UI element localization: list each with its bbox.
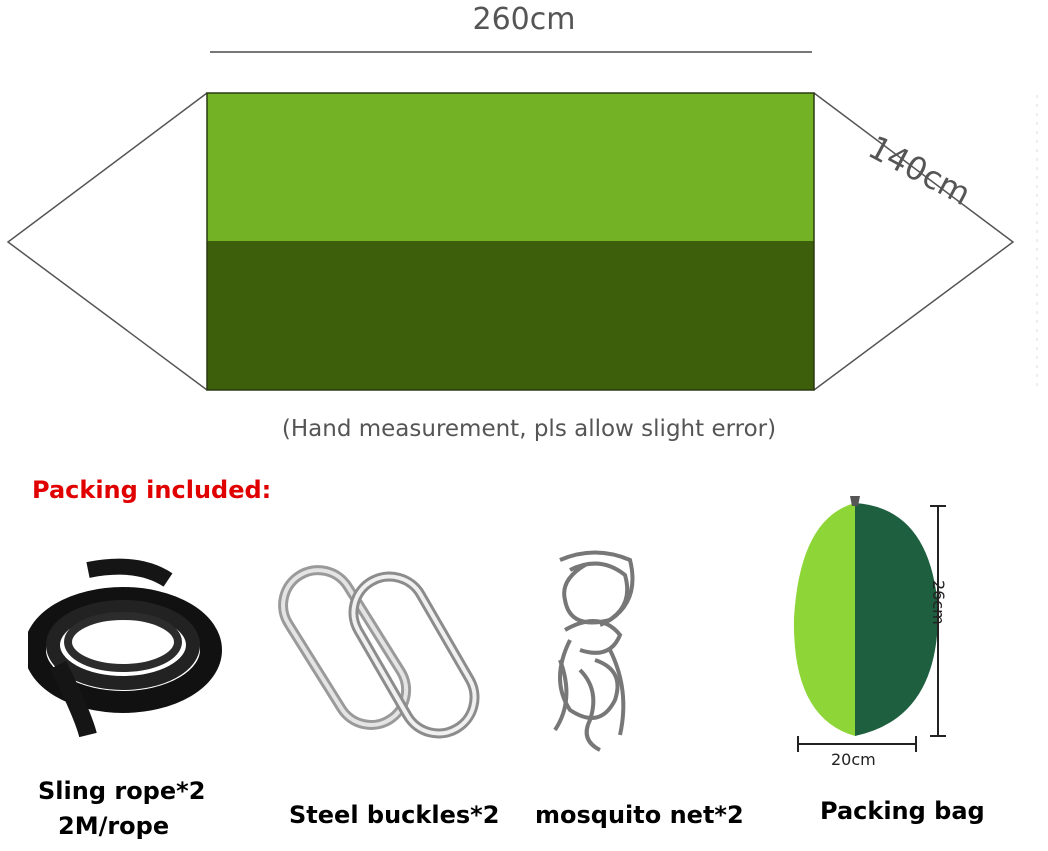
hammock-outline — [206, 92, 815, 391]
bag-height-label: 26cm — [929, 580, 948, 625]
packing-title: Packing included: — [32, 476, 272, 504]
strap-icon — [28, 558, 222, 738]
rope-bundle-icon — [553, 550, 635, 752]
packing-bag-caption: Packing bag — [820, 797, 985, 825]
steel-buckles-caption: Steel buckles*2 — [289, 801, 500, 829]
hammock-dark-panel — [207, 241, 814, 390]
sling-rope-length-caption: 2M/rope — [58, 812, 170, 840]
bag-width-label: 20cm — [831, 750, 876, 769]
measurement-note: (Hand measurement, pls allow slight erro… — [281, 416, 777, 442]
length-label: 260cm — [472, 2, 576, 37]
hammock-diagram — [6, 51, 1038, 391]
mosquito-net-caption: mosquito net*2 — [535, 801, 744, 829]
left-suspension-line — [6, 92, 208, 391]
stuff-sack-icon — [793, 496, 946, 752]
right-suspension-line — [813, 92, 1015, 391]
sling-rope-caption: Sling rope*2 — [38, 777, 206, 805]
hammock-light-panel — [207, 93, 814, 241]
carabiner-icon — [278, 565, 480, 739]
